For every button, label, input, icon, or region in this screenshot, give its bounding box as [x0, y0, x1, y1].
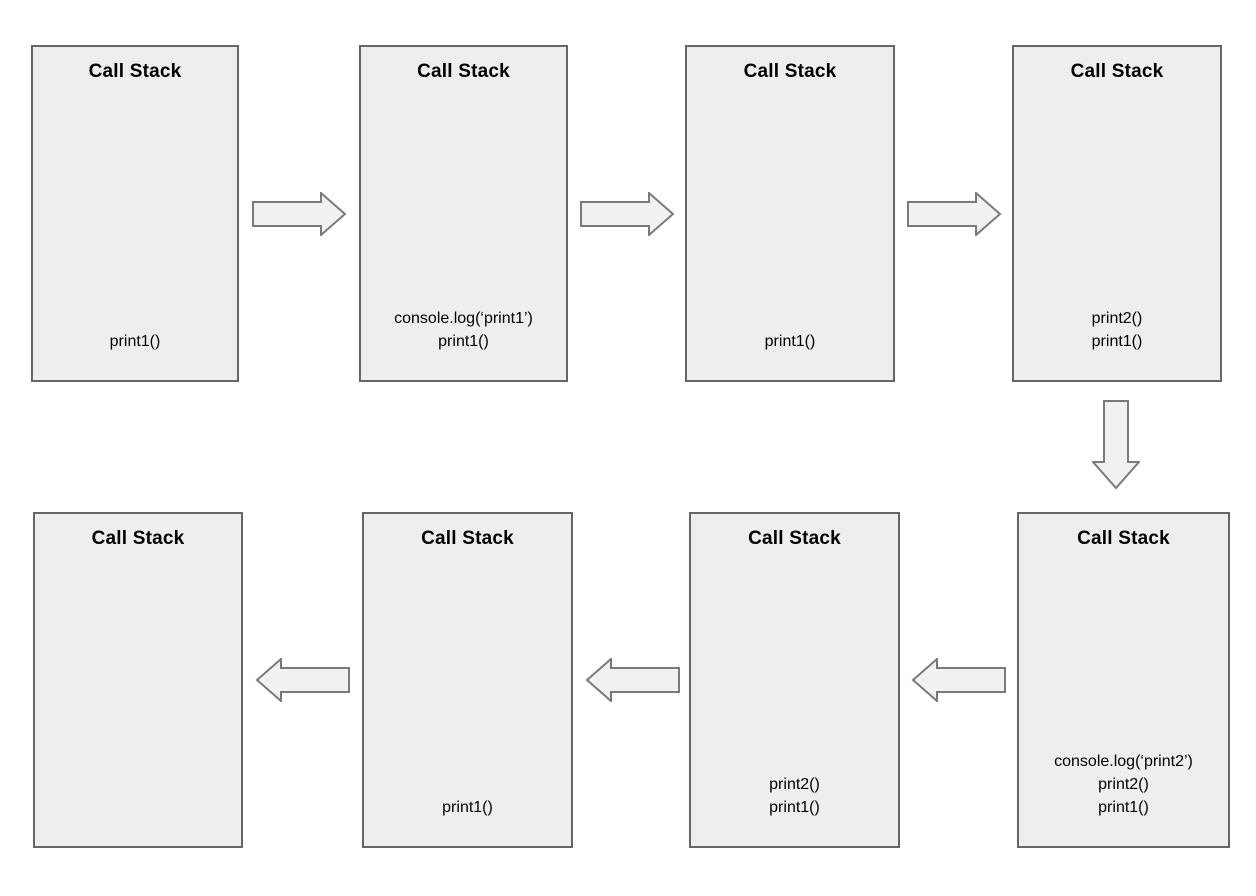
- stack-frames: print2() print1(): [691, 773, 898, 846]
- callstack-panel-1: Call Stack print1(): [31, 45, 239, 382]
- panel-title: Call Stack: [91, 528, 185, 549]
- stack-frame: print1(): [1091, 333, 1143, 350]
- arrow-left-icon: [585, 658, 680, 702]
- stack-frames: print2() print1(): [1014, 307, 1220, 380]
- stack-frame: console.log(‘print2’): [1054, 753, 1193, 770]
- panel-title: Call Stack: [1077, 528, 1170, 549]
- stack-frames: print1(): [364, 796, 571, 846]
- callstack-panel-8: Call Stack console.log(‘print2’) print2(…: [1017, 512, 1230, 848]
- arrow-right-icon: [580, 192, 675, 236]
- stack-frame: print2(): [1091, 310, 1143, 327]
- panel-title: Call Stack: [743, 61, 837, 82]
- panel-title: Call Stack: [88, 61, 182, 82]
- arrow-right-icon: [907, 192, 1002, 236]
- callstack-panel-6: Call Stack print1(): [362, 512, 573, 848]
- stack-frame: print2(): [1098, 776, 1149, 793]
- panel-title: Call Stack: [417, 61, 510, 82]
- stack-frame: print1(): [442, 799, 493, 816]
- stack-frame: print1(): [438, 333, 489, 350]
- stack-frames: print1(): [33, 330, 237, 380]
- arrow-right-icon: [252, 192, 347, 236]
- arrow-left-icon: [911, 658, 1006, 702]
- callstack-panel-7: Call Stack print2() print1(): [689, 512, 900, 848]
- stack-frame: print1(): [109, 333, 161, 350]
- arrow-down-icon: [1092, 400, 1140, 490]
- stack-frame: print1(): [764, 333, 816, 350]
- stack-frames: console.log(‘print1’) print1(): [361, 307, 566, 380]
- stack-frames: print1(): [687, 330, 893, 380]
- callstack-panel-2: Call Stack console.log(‘print1’) print1(…: [359, 45, 568, 382]
- panel-title: Call Stack: [748, 528, 841, 549]
- callstack-panel-4: Call Stack print2() print1(): [1012, 45, 1222, 382]
- stack-frames: [35, 819, 241, 846]
- stack-frame: print2(): [769, 776, 820, 793]
- callstack-panel-3: Call Stack print1(): [685, 45, 895, 382]
- panel-title: Call Stack: [421, 528, 514, 549]
- callstack-panel-5: Call Stack: [33, 512, 243, 848]
- panel-title: Call Stack: [1070, 61, 1164, 82]
- stack-frame: print1(): [1098, 799, 1149, 816]
- stack-frame: print1(): [769, 799, 820, 816]
- arrow-left-icon: [255, 658, 350, 702]
- stack-frame: console.log(‘print1’): [394, 310, 533, 327]
- stack-frames: console.log(‘print2’) print2() print1(): [1019, 750, 1228, 846]
